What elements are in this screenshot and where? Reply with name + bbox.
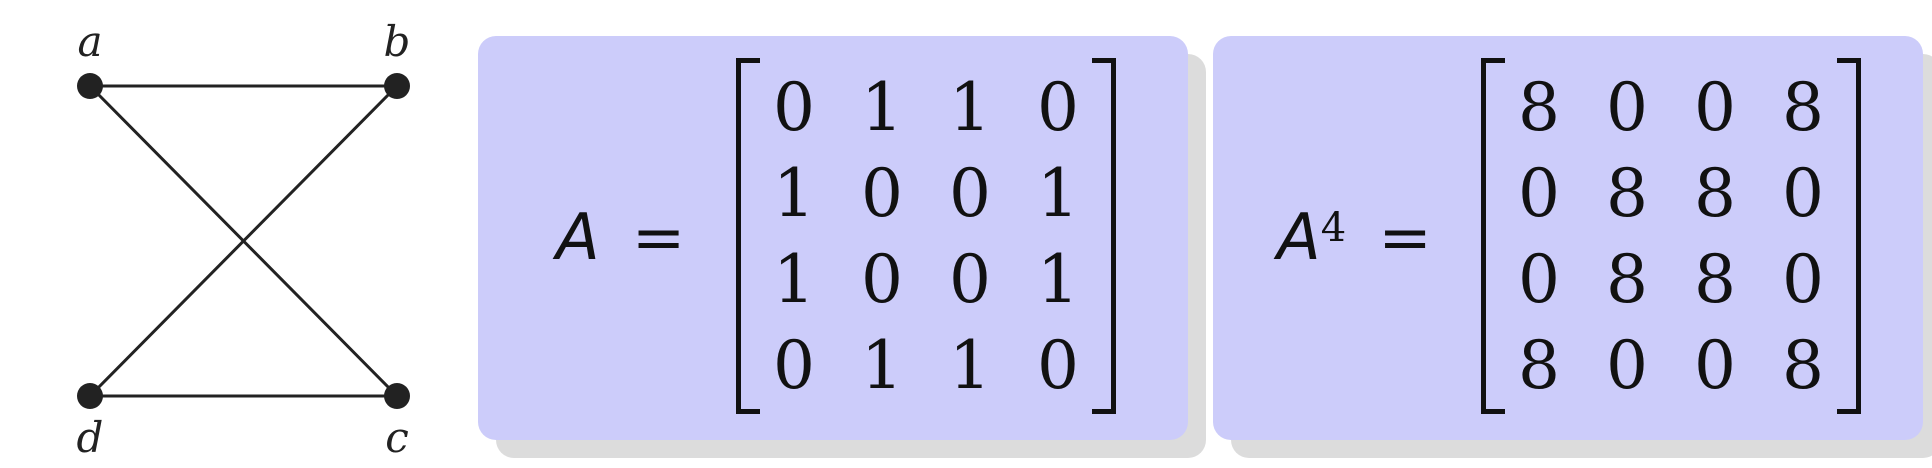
vertex-label-c: c bbox=[385, 413, 409, 462]
bipartite-graph: a b c d bbox=[77, 17, 411, 462]
equals-sign: = bbox=[1378, 201, 1432, 275]
matrix-cell: 8 bbox=[1694, 240, 1736, 318]
matrix-cell: 0 bbox=[1518, 154, 1560, 232]
matrix-cell: 0 bbox=[1606, 326, 1648, 404]
matrix-cell: 0 bbox=[1037, 68, 1079, 146]
matrix-cell: 0 bbox=[949, 240, 991, 318]
left-bracket bbox=[1481, 58, 1505, 414]
matrix-cell: 8 bbox=[1782, 68, 1824, 146]
matrix-cell: 1 bbox=[1037, 240, 1079, 318]
matrix-a-symbol: A bbox=[556, 201, 600, 275]
panel-background bbox=[1213, 36, 1923, 440]
matrix-cell: 1 bbox=[949, 68, 991, 146]
matrix-cell: 0 bbox=[861, 240, 903, 318]
left-bracket bbox=[736, 58, 760, 414]
matrix-cell: 0 bbox=[1518, 240, 1560, 318]
matrix-cell: 0 bbox=[1782, 154, 1824, 232]
matrix-cell: 8 bbox=[1606, 154, 1648, 232]
vertex-label-d: d bbox=[77, 413, 104, 462]
matrix-cell: 8 bbox=[1782, 326, 1824, 404]
matrix-cell: 0 bbox=[861, 154, 903, 232]
matrix-cell: 1 bbox=[861, 68, 903, 146]
right-bracket bbox=[1092, 58, 1116, 414]
matrix-a4-symbol: A bbox=[1277, 201, 1321, 275]
matrix-exponent: 4 bbox=[1320, 205, 1347, 251]
vertex-label-a: a bbox=[77, 17, 102, 66]
vertex-a bbox=[77, 73, 103, 99]
matrix-cell: 0 bbox=[1037, 326, 1079, 404]
matrix-cell: 0 bbox=[773, 68, 815, 146]
matrix-cell: 0 bbox=[1694, 326, 1736, 404]
matrix-cell: 0 bbox=[949, 154, 991, 232]
vertex-d bbox=[77, 383, 103, 409]
vertex-c bbox=[384, 383, 410, 409]
matrix-cell: 8 bbox=[1518, 68, 1560, 146]
matrix-cell: 1 bbox=[773, 154, 815, 232]
matrix-cell: 8 bbox=[1518, 326, 1560, 404]
vertex-label-b: b bbox=[384, 17, 411, 66]
vertex-b bbox=[384, 73, 410, 99]
matrix-cell: 0 bbox=[1694, 68, 1736, 146]
matrix-cell: 0 bbox=[773, 326, 815, 404]
matrix-a-lhs: A = bbox=[556, 36, 685, 440]
matrix-cell: 8 bbox=[1606, 240, 1648, 318]
matrix-cell: 1 bbox=[1037, 154, 1079, 232]
matrix-cell: 0 bbox=[1606, 68, 1648, 146]
right-bracket bbox=[1837, 58, 1861, 414]
edge-b-d bbox=[88, 84, 399, 398]
matrix-cell: 1 bbox=[773, 240, 815, 318]
matrix-cell: 1 bbox=[949, 326, 991, 404]
panel-background bbox=[478, 36, 1188, 440]
matrix-cell: 8 bbox=[1694, 154, 1736, 232]
equals-sign: = bbox=[631, 201, 686, 275]
matrix-cell: 0 bbox=[1782, 240, 1824, 318]
matrix-cell: 1 bbox=[861, 326, 903, 404]
